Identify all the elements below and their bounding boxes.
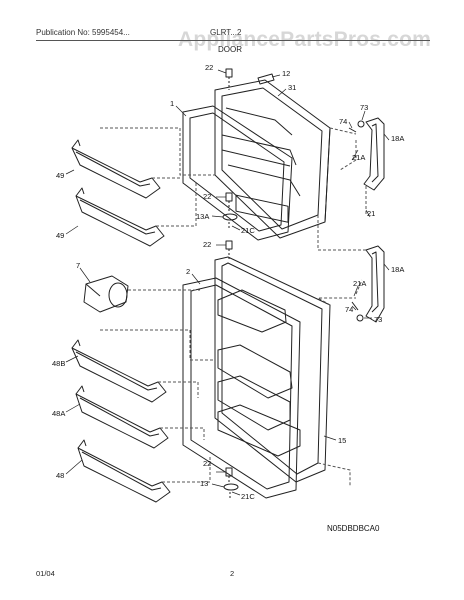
callout-2: 2 [186,267,190,276]
upper-shelf-leader-lines [100,127,215,227]
freezer-door-gasket [182,105,293,241]
header-rule [36,40,430,41]
door-shelf-49-lower [75,187,165,247]
callout-22-lower-top: 22 [203,240,211,249]
callout-18a-lower: 18A [391,265,404,274]
callout-22-bottom: 22 [203,459,211,468]
publication-label: Publication No: 5995454... [36,28,130,37]
freezer-door-liner-shelves [221,107,301,223]
hinge-cap-12 [257,73,275,85]
callout-48a: 48A [52,409,65,418]
section-title: DOOR [218,45,242,54]
egg-bin-7 [83,275,129,313]
handle-screw-74-upper [348,127,357,133]
fresh-food-door-outer-panel [214,256,331,483]
callout-13a: 13A [196,212,209,221]
callout-7: 7 [76,261,80,270]
handle-screw-73-upper [357,120,365,128]
site-watermark: AppliancePartsPros.com [178,28,431,51]
lower-shelf-leader-lines [100,289,215,483]
door-shelf-48a [75,385,169,449]
callout-13: 13 [200,479,208,488]
callout-48: 48 [56,471,64,480]
callout-leaders [65,69,390,496]
upper-handle-leaders [317,127,367,251]
handle-screw-73-lower [356,314,364,322]
callout-31: 31 [288,83,296,92]
callout-labels: 22 12 31 1 73 74 18A 21A 49 22 13A 21C 4… [52,63,404,501]
handle-screw-74-lower [351,301,359,311]
handle-18a-upper [363,117,385,191]
model-label: GLRT...2 [210,28,242,37]
callout-21a-lower: 21A [353,279,366,288]
callout-18a-upper: 18A [391,134,404,143]
callout-22-top: 22 [205,63,213,72]
callout-48b: 48B [52,359,65,368]
fresh-food-door-liner-shelves [217,289,301,457]
diagram-code: N05DBDBCA0 [327,524,380,533]
callout-21c-lower: 21C [241,492,255,501]
handle-18a-lower [365,245,385,323]
callout-15: 15 [338,436,346,445]
lower-handle-leaders [317,279,363,486]
callout-73-lower: 73 [374,315,382,324]
hinge-bushing-13 [223,483,239,500]
callout-21a-upper: 21A [352,153,365,162]
footer-date: 01/04 [36,569,55,578]
callout-73-upper: 73 [360,103,368,112]
callout-1: 1 [170,99,174,108]
callout-21: 21 [367,209,375,218]
callout-22-mid: 22 [203,192,211,201]
door-shelf-48b [71,339,167,403]
callout-74-lower: 74 [345,305,353,314]
hinge-pin-22-bottom [225,467,233,484]
door-shelf-48 [77,439,171,503]
callout-12: 12 [282,69,290,78]
callout-21c-upper: 21C [241,226,255,235]
callout-74-upper: 74 [339,117,347,126]
footer-page-number: 2 [230,569,235,578]
callout-49-upper: 49 [56,171,64,180]
door-shelf-49-upper [71,139,161,199]
fresh-food-door-gasket [182,277,301,499]
callout-49-lower: 49 [56,231,64,240]
